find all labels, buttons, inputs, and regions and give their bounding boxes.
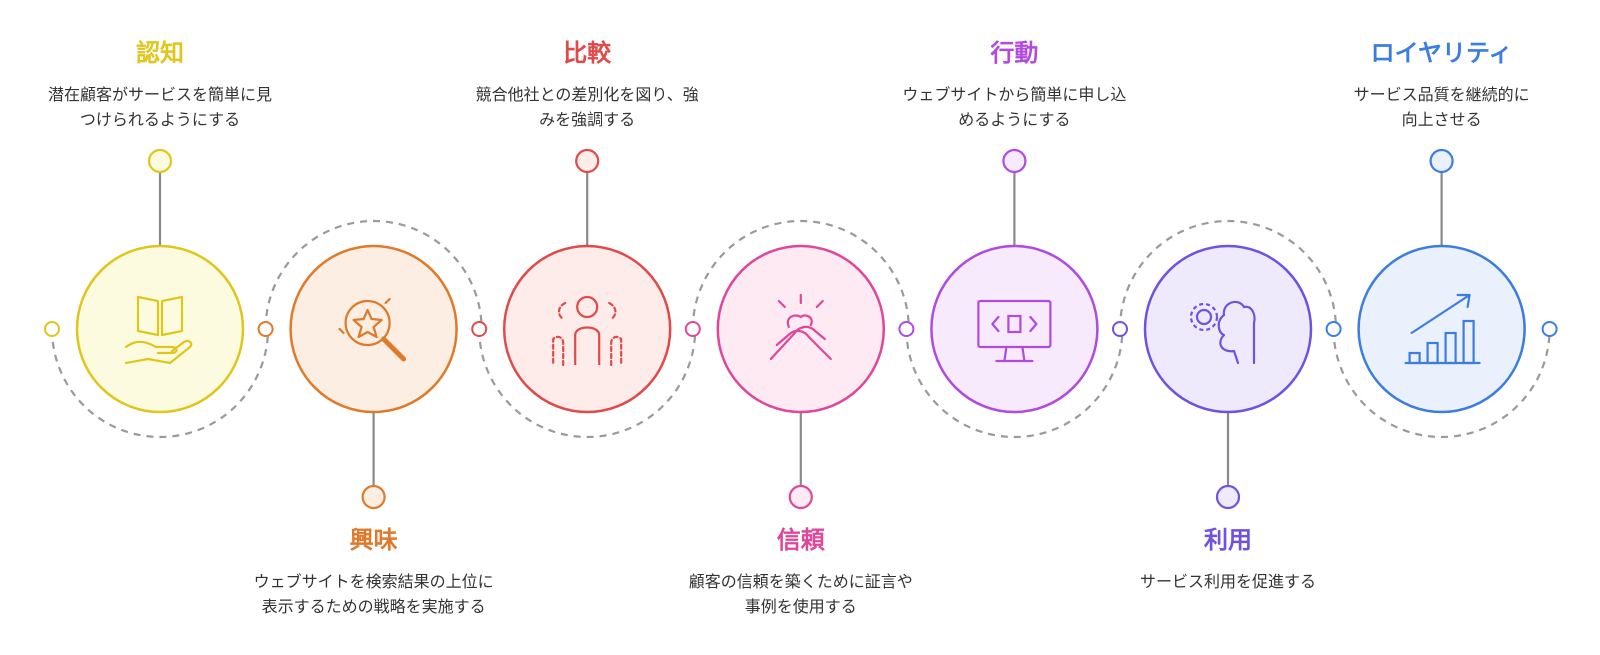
open-book-hand-icon [124, 295, 193, 365]
connector-dot [471, 321, 488, 337]
stage-title: 行動 [990, 39, 1039, 67]
stage-label-7: ロイヤリティサービス品質を継続的に向上させる [1292, 38, 1592, 132]
stage-2 [257, 219, 483, 510]
stage-label-6: 利用サービス利用を促進する [1078, 525, 1378, 594]
dashed-connector-arc [1332, 328, 1551, 439]
stem-dot [1215, 484, 1241, 510]
star-search-icon [338, 297, 407, 362]
stage-7 [1325, 148, 1558, 439]
handshake-icon [769, 293, 832, 361]
stage-5 [898, 148, 1124, 439]
stage-description: ウェブサイトを検索結果の上位に表示するための戦略を実施する [224, 569, 524, 619]
description-line: サービス品質を継続的に [1353, 85, 1530, 104]
dashed-connector-arc [905, 328, 1124, 439]
stage-label-1: 認知潜在顧客がサービスを簡単に見つけられるようにする [10, 38, 310, 132]
description-line: ウェブサイトから簡単に申し込 [902, 85, 1127, 104]
person-compare-icon [552, 295, 623, 367]
stage-circle [1143, 244, 1313, 414]
description-line: 事例を使用する [744, 597, 857, 616]
stage-circle [75, 244, 245, 414]
stage-title: ロイヤリティ [1370, 39, 1513, 67]
stage-circle [1357, 244, 1526, 414]
stage-1 [44, 148, 270, 439]
connector-dot [257, 321, 274, 337]
stem-dot [575, 148, 600, 174]
dashed-connector-arc [691, 219, 910, 330]
stem-dot [361, 484, 386, 510]
description-line: 潜在顧客がサービスを簡単に見 [47, 85, 272, 104]
growth-chart-icon [1404, 293, 1481, 365]
stage-4 [684, 219, 910, 510]
description-line: みを強調する [539, 110, 636, 129]
stage-3 [471, 148, 697, 439]
connector-dot [1112, 321, 1128, 337]
dashed-connector-arc [50, 328, 270, 439]
description-line: 向上させる [1401, 110, 1482, 129]
description-line: つけられるようにする [79, 110, 241, 129]
stage-label-5: 行動ウェブサイトから簡単に申し込めるようにする [864, 38, 1164, 132]
stem-dot [1429, 148, 1454, 174]
stage-title: 利用 [1204, 526, 1252, 554]
description-line: ウェブサイトを検索結果の上位に [253, 572, 494, 591]
stage-description: 顧客の信頼を築くために証言や事例を使用する [651, 569, 951, 619]
stem-dot [147, 148, 173, 174]
stage-description: ウェブサイトから簡単に申し込めるようにする [864, 82, 1164, 132]
connector-dot [1325, 321, 1342, 337]
stage-title: 信頼 [776, 526, 825, 554]
stage-label-3: 比較競合他社との差別化を図り、強みを強調する [437, 38, 737, 132]
monitor-code-icon [977, 299, 1052, 363]
description-line: めるようにする [958, 110, 1071, 129]
stage-title: 認知 [136, 39, 184, 67]
stage-description: サービス品質を継続的に向上させる [1292, 82, 1592, 132]
connector-dot [44, 321, 60, 337]
stage-label-2: 興味ウェブサイトを検索結果の上位に表示するための戦略を実施する [224, 525, 524, 619]
description-line: 表示するための戦略を実施する [261, 597, 486, 616]
dashed-connector-arc [1118, 219, 1338, 330]
stage-description: 競合他社との差別化を図り、強みを強調する [437, 82, 737, 132]
connector-dot [898, 321, 915, 337]
dashed-connector-arc [264, 219, 483, 330]
stage-6 [1112, 219, 1338, 510]
stem-dot [788, 484, 813, 510]
description-line: 競合他社との差別化を図り、強 [475, 85, 699, 104]
connector-dot [684, 321, 701, 337]
stage-title: 興味 [349, 526, 398, 554]
stage-description: 潜在顧客がサービスを簡単に見つけられるようにする [10, 82, 310, 132]
description-line: サービス利用を促進する [1139, 572, 1316, 591]
stem-dot [1002, 148, 1027, 174]
hand-gear-icon [1189, 300, 1256, 365]
connector-dot [1541, 321, 1558, 337]
stage-circle [502, 244, 672, 414]
stage-title: 比較 [563, 39, 612, 67]
description-line: 顧客の信頼を築くために証言や [688, 572, 913, 591]
stage-circle [930, 244, 1099, 414]
stage-label-4: 信頼顧客の信頼を築くために証言や事例を使用する [651, 525, 951, 619]
dashed-connector-arc [478, 328, 697, 439]
stage-description: サービス利用を促進する [1078, 569, 1378, 594]
